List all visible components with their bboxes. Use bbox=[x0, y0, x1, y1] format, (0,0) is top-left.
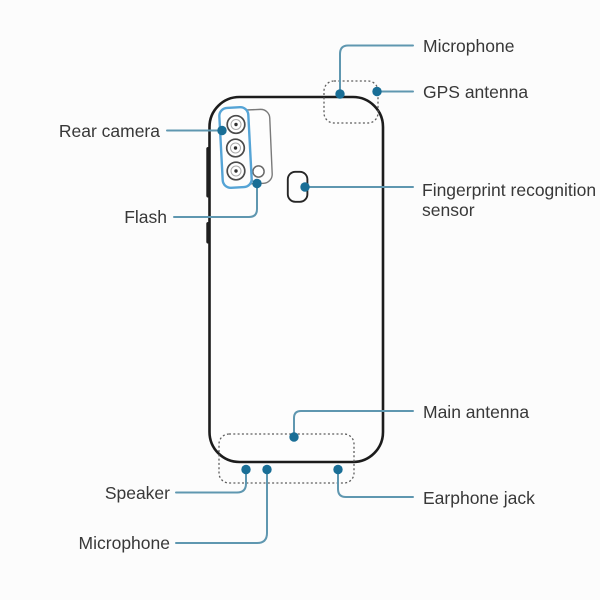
callout-line-flash bbox=[173, 183, 258, 218]
label-main-antenna: Main antenna bbox=[423, 402, 530, 422]
camera-lens-top bbox=[226, 114, 246, 135]
callout-line-microphone-top bbox=[339, 44, 414, 95]
label-microphone-bottom: Microphone bbox=[78, 533, 170, 553]
gps-antenna-marker bbox=[372, 86, 382, 97]
label-earphone-jack: Earphone jack bbox=[423, 488, 535, 508]
camera-lens-bottom bbox=[226, 161, 246, 181]
callout-line-microphone-bottom bbox=[175, 469, 268, 544]
volume-button bbox=[206, 147, 210, 198]
main-antenna-marker bbox=[289, 432, 299, 442]
callout-line-earphone-jack bbox=[337, 469, 414, 498]
callout-line-speaker bbox=[175, 469, 247, 494]
main-antenna-region bbox=[218, 433, 355, 484]
flash-marker bbox=[252, 178, 262, 189]
flash-led bbox=[252, 165, 265, 178]
fingerprint-marker bbox=[300, 182, 310, 192]
microphone-top-marker bbox=[335, 89, 345, 99]
power-button bbox=[206, 222, 210, 244]
label-speaker: Speaker bbox=[104, 483, 170, 503]
camera-lens-middle bbox=[225, 138, 246, 158]
speaker-marker bbox=[241, 464, 251, 475]
label-gps-antenna: GPS antenna bbox=[423, 82, 529, 102]
microphone-bottom-marker bbox=[262, 464, 272, 475]
gps-antenna-region bbox=[323, 80, 379, 124]
label-fingerprint-sensor: Fingerprint recognition sensor bbox=[422, 180, 597, 220]
phone-body-outline bbox=[208, 95, 385, 464]
label-flash: Flash bbox=[124, 207, 167, 227]
label-microphone-top: Microphone bbox=[423, 36, 515, 56]
earphone-jack-marker bbox=[333, 464, 343, 475]
label-rear-camera: Rear camera bbox=[58, 121, 160, 141]
callout-line-main-antenna bbox=[293, 410, 414, 437]
rear-camera-marker bbox=[217, 125, 227, 136]
